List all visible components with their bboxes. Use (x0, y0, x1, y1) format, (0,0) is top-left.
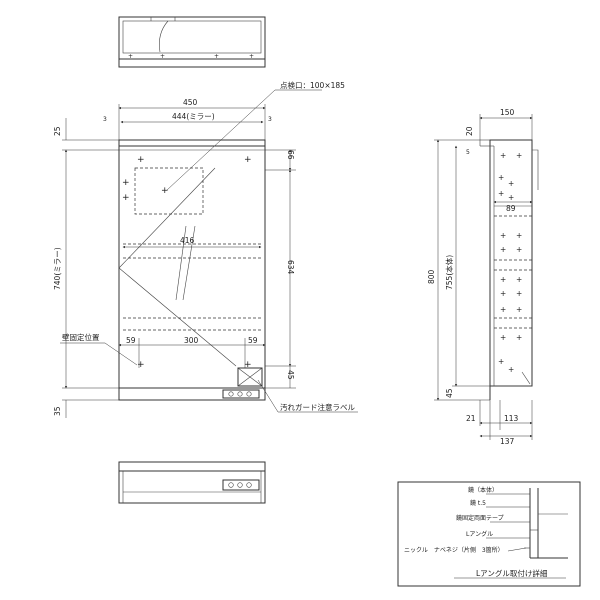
inspection-port-outline (134, 167, 204, 215)
detail-angle: Lアングル (466, 530, 493, 538)
svg-text:+: + (160, 53, 165, 60)
detail-thickness: 鏡 t.5 (470, 499, 486, 507)
detail-tape: 鏡固定両面テープ (456, 514, 504, 522)
svg-text:+: + (137, 155, 145, 165)
l-angle-detail: 鏡（本体） 鏡 t.5 鏡固定両面テープ Lアングル ニックル ナベネジ（片側 … (397, 481, 581, 587)
dim-450: 450 (183, 98, 198, 107)
svg-text:+: + (498, 189, 504, 198)
top-view-screws: + + + + (128, 53, 254, 60)
dim-21: 21 (466, 414, 476, 423)
dim-45-side: 45 (445, 388, 454, 398)
dim-45: 45 (286, 370, 295, 380)
dim-89: 89 (506, 204, 516, 213)
detail-body: 鏡（本体） (468, 486, 498, 494)
svg-text:+: + (214, 53, 219, 60)
detail-leaders (486, 493, 530, 552)
svg-text:+: + (516, 245, 522, 254)
side-dimensions: 150 20 5 89 800 755(本体) 45 21 113 137 (427, 108, 533, 446)
svg-text:+: + (128, 53, 133, 60)
label-wall-fix: 壁固定位置 (62, 332, 100, 342)
svg-text:+: + (508, 193, 514, 202)
bottom-view (118, 461, 266, 504)
side-view: + + + + + + + + + + + + + + + + + + + + 150 20 5 8… (427, 108, 539, 446)
svg-text:+: + (516, 151, 522, 160)
callouts: 点検口：100×185 壁固定位置 汚れガード注意ラベル (60, 80, 358, 413)
dim-113: 113 (504, 414, 519, 423)
dim-800: 800 (427, 269, 436, 284)
svg-text:+: + (498, 357, 504, 366)
dim-top-25: 25 (53, 126, 62, 136)
svg-text:+: + (500, 289, 506, 298)
detail-screw: ニックル ナベネジ（片側 3箇所） (404, 546, 504, 554)
dim-137: 137 (500, 437, 515, 446)
svg-text:+: + (516, 305, 522, 314)
dim-59-left: 59 (126, 336, 136, 345)
dim-edge-right: 3 (268, 116, 272, 123)
svg-text:+: + (244, 360, 252, 370)
dim-mirror-width: 444(ミラー) (172, 112, 215, 121)
side-fix-points: + + + + + + + + + + + + + + + + + + + + (498, 151, 522, 374)
label-inspection-port: 点検口：100×185 (280, 80, 345, 90)
dim-150: 150 (500, 108, 515, 117)
detail-title: Lアングル取付け詳細 (476, 568, 547, 578)
svg-text:+: + (508, 179, 514, 188)
dim-755: 755(本体) (444, 255, 454, 290)
dim-66: 66 (286, 150, 295, 160)
svg-text:+: + (516, 333, 522, 342)
svg-text:+: + (516, 289, 522, 298)
svg-text:+: + (244, 155, 252, 165)
svg-text:+: + (516, 231, 522, 240)
svg-text:+: + (516, 275, 522, 284)
svg-text:+: + (137, 360, 145, 370)
dim-5: 5 (466, 149, 470, 156)
label-stain-guard: 汚れガード注意ラベル (280, 402, 355, 412)
svg-text:+: + (500, 245, 506, 254)
dim-416: 416 (180, 236, 195, 245)
dim-59-right: 59 (248, 336, 258, 345)
front-fix-points: + + + + + + + (122, 155, 252, 370)
svg-text:+: + (122, 178, 130, 188)
dim-bottom-35: 35 (53, 406, 62, 416)
dim-300: 300 (184, 336, 199, 345)
front-dimensions: 450 444(ミラー) 3 3 25 740(ミラー) 35 416 66 6… (53, 98, 296, 418)
dim-20: 20 (465, 126, 474, 136)
dim-edge-left: 3 (103, 116, 107, 123)
svg-text:+: + (508, 365, 514, 374)
svg-text:+: + (122, 193, 130, 203)
svg-text:+: + (249, 53, 254, 60)
dim-mirror-height: 740(ミラー) (53, 247, 62, 290)
dim-634: 634 (286, 260, 295, 275)
svg-text:+: + (500, 275, 506, 284)
svg-text:+: + (498, 173, 504, 182)
svg-text:+: + (500, 305, 506, 314)
top-view: + + + + (118, 16, 266, 68)
svg-text:+: + (500, 231, 506, 240)
svg-text:+: + (500, 151, 506, 160)
front-view: + + + + + + + 450 444(ミラー) 3 3 25 (53, 80, 358, 418)
svg-text:+: + (500, 333, 506, 342)
svg-text:+: + (161, 186, 169, 196)
